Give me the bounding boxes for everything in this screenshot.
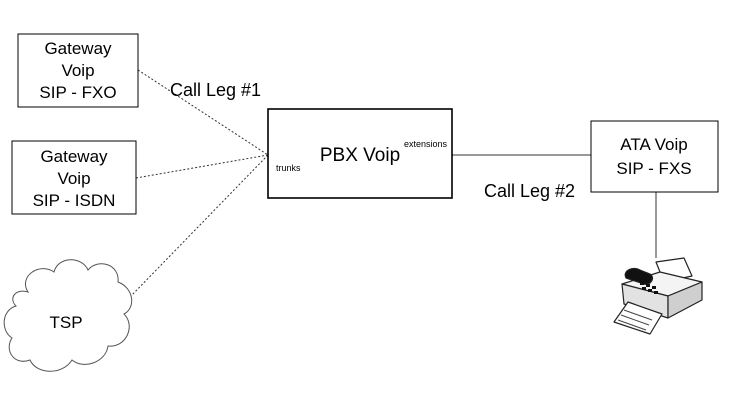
cloud-icon [3,259,133,372]
gateway-fxo-label-3: SIP - FXO [39,83,116,102]
fax-output-page [613,301,663,335]
tsp-label: TSP [49,313,82,332]
gateway-isdn-label-1: Gateway [40,147,108,166]
gateway-isdn-label-3: SIP - ISDN [33,191,116,210]
ata-label-1: ATA Voip [620,135,687,154]
gateway-fxo-node: Gateway Voip SIP - FXO [17,33,139,108]
pbx-trunks-label: trunks [276,163,301,173]
tsp-node: TSP [3,259,133,372]
fax-keypad [640,282,658,294]
fax-handset [624,267,654,285]
ata-box [590,120,719,193]
gateway-fxo-label-1: Gateway [44,39,112,58]
connector-isdn-to-pbx [135,154,269,179]
pbx-node: PBX Voip trunks extensions [267,108,453,199]
connector-tsp-to-pbx [129,154,269,298]
pbx-extensions-label: extensions [404,139,448,149]
connector-fxo-to-pbx [137,69,269,156]
fax-output-lines [617,309,653,331]
call-leg-1-label: Call Leg #1 [170,80,261,100]
gateway-isdn-box [11,140,137,215]
ata-node: ATA Voip SIP - FXS [590,120,719,193]
call-leg-2-label: Call Leg #2 [484,181,575,201]
gateway-fxo-label-2: Voip [61,61,94,80]
gateway-isdn-node: Gateway Voip SIP - ISDN [11,140,137,215]
gateway-isdn-label-2: Voip [57,169,90,188]
fax-machine-icon [613,257,703,335]
ata-label-2: SIP - FXS [616,159,691,178]
gateway-fxo-box [17,33,139,108]
pbx-label: PBX Voip [320,145,400,166]
call-leg-1-connectors [129,69,269,298]
fax-body-side [667,281,703,319]
pbx-box [267,108,453,199]
